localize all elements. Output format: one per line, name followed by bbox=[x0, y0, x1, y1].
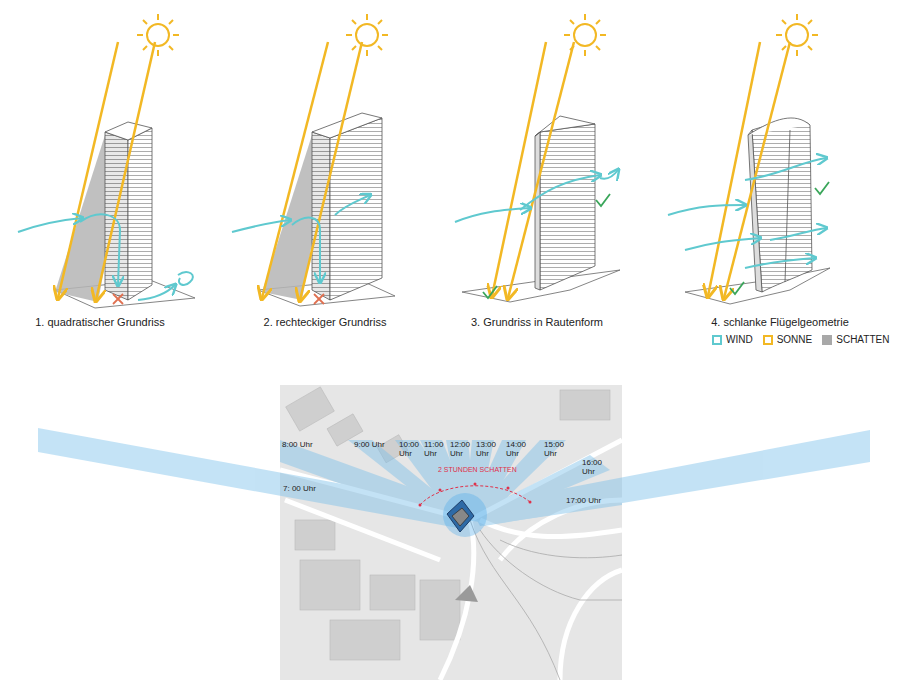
site-map bbox=[280, 385, 622, 680]
time-label: 16:00 Uhr bbox=[582, 458, 606, 476]
time-label: 9:00 Uhr bbox=[354, 440, 385, 449]
caption: 1. quadratischer Grundriss bbox=[35, 316, 165, 329]
shadow-arc bbox=[420, 486, 530, 505]
legend-text: WIND bbox=[726, 334, 753, 345]
time-label: 12:00 Uhr bbox=[450, 440, 474, 458]
time-label: 17:00 Uhr bbox=[566, 496, 601, 505]
legend-item: SONNE bbox=[763, 334, 813, 345]
tower-rectangular bbox=[232, 42, 395, 306]
building-footprint bbox=[447, 500, 474, 532]
time-label: 13:00 Uhr bbox=[476, 440, 500, 458]
caption: 3. Grundriss in Rautenform bbox=[471, 316, 603, 329]
sun-icon bbox=[137, 14, 818, 56]
time-label: 10:00 Uhr bbox=[399, 440, 423, 458]
legend-swatch bbox=[712, 335, 722, 345]
legend-text: SONNE bbox=[777, 334, 813, 345]
shadow-note: 2 STUNDEN SCHATTEN bbox=[438, 466, 517, 474]
caption: 2. rechteckiger Grundriss bbox=[264, 316, 387, 329]
legend-text: SCHATTEN bbox=[836, 334, 889, 345]
legend-item: SCHATTEN bbox=[822, 334, 889, 345]
legend-swatch bbox=[822, 335, 832, 345]
tower-rhombus bbox=[455, 42, 620, 302]
tower-square bbox=[18, 42, 195, 308]
tower-wing bbox=[668, 42, 830, 304]
legend-item: WIND bbox=[712, 334, 753, 345]
time-label: 14:00 Uhr bbox=[506, 440, 530, 458]
legend-swatch bbox=[763, 335, 773, 345]
time-label: 11:00 Uhr bbox=[424, 440, 448, 458]
time-label: 7: 00 Uhr bbox=[283, 484, 316, 493]
caption: 4. schlanke Flügelgeometrie bbox=[711, 316, 849, 329]
time-label: 8:00 Uhr bbox=[282, 440, 313, 449]
time-label: 15:00 Uhr bbox=[544, 440, 568, 458]
